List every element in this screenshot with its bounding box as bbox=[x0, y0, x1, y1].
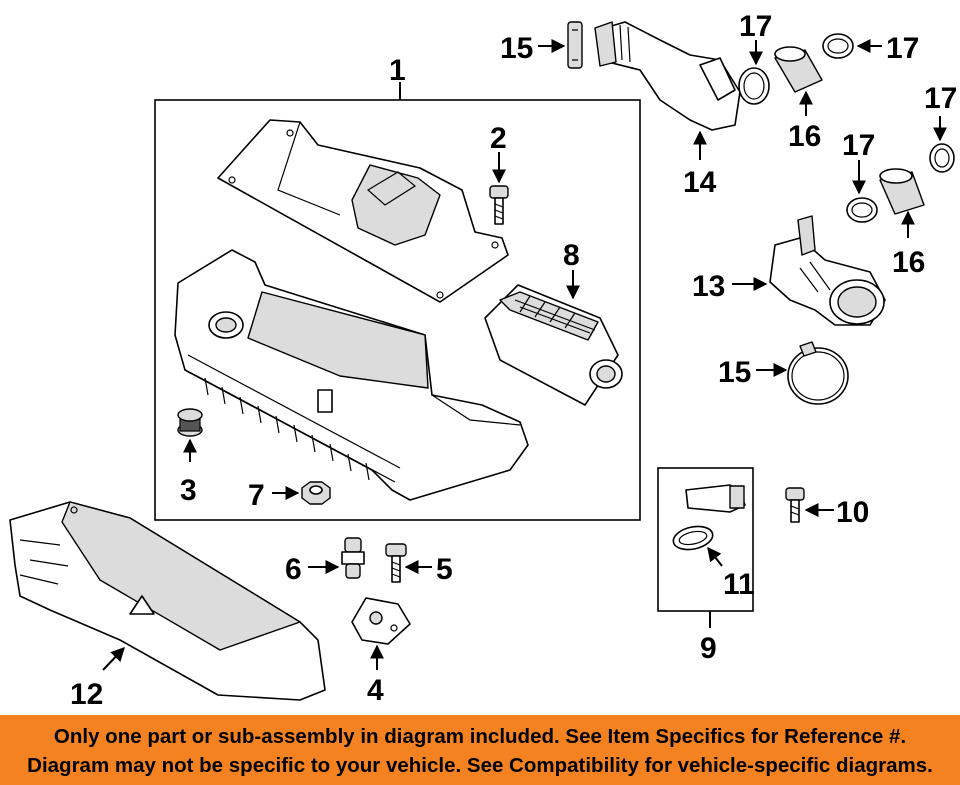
callout-7: 7 bbox=[248, 479, 265, 512]
callout-13: 13 bbox=[692, 270, 725, 303]
air-filter-element bbox=[484, 284, 623, 406]
callout-14: 14 bbox=[683, 166, 717, 199]
grommet-3 bbox=[177, 408, 203, 437]
callout-3: 3 bbox=[180, 474, 197, 507]
callout-17c: 17 bbox=[842, 129, 875, 162]
callout-17a: 17 bbox=[739, 10, 772, 43]
airbox-cover bbox=[217, 119, 509, 303]
sensor-9 bbox=[685, 484, 746, 513]
hose-clamp-17a bbox=[738, 67, 770, 105]
seal-11 bbox=[672, 525, 714, 551]
disclaimer-banner: Only one part or sub-assembly in diagram… bbox=[0, 715, 960, 785]
callout-4: 4 bbox=[367, 674, 384, 707]
leader-11 bbox=[707, 546, 723, 567]
airbox-housing bbox=[174, 249, 529, 501]
intake-duct-13 bbox=[769, 215, 886, 326]
callout-10: 10 bbox=[836, 496, 869, 529]
cover-12 bbox=[9, 501, 326, 701]
disclaimer-line-2: Diagram may not be specific to your vehi… bbox=[27, 754, 933, 777]
assembly-box-9 bbox=[657, 467, 754, 612]
callout-16a: 16 bbox=[788, 120, 821, 153]
intake-hose-14 bbox=[594, 21, 741, 131]
bolt-2 bbox=[489, 185, 509, 225]
callout-8: 8 bbox=[563, 239, 580, 272]
disclaimer-line-1: Only one part or sub-assembly in diagram… bbox=[53, 725, 907, 748]
clamp-15-top bbox=[567, 21, 583, 69]
clamp-15-lower bbox=[787, 341, 849, 405]
callout-16b: 16 bbox=[892, 246, 925, 279]
hose-clamp-17d bbox=[929, 143, 955, 173]
leader-12 bbox=[102, 646, 125, 671]
mount-6 bbox=[341, 537, 365, 579]
callout-2: 2 bbox=[490, 122, 507, 155]
parts-diagram: 1 2 3 4 5 6 7 8 9 10 11 12 13 14 15 15 1… bbox=[9, 10, 957, 711]
callout-9: 9 bbox=[700, 632, 717, 665]
bolt-5 bbox=[385, 543, 407, 583]
coupler-16b bbox=[879, 168, 925, 215]
callout-15b: 15 bbox=[718, 356, 751, 389]
assembly-box-1 bbox=[154, 99, 641, 521]
nut-7 bbox=[301, 481, 331, 505]
coupler-16a bbox=[774, 46, 823, 93]
callout-12: 12 bbox=[70, 678, 103, 711]
bracket-4 bbox=[351, 597, 411, 645]
callout-1: 1 bbox=[389, 54, 406, 87]
callout-6: 6 bbox=[285, 553, 302, 586]
hose-clamp-17b bbox=[822, 33, 854, 59]
callout-17d: 17 bbox=[924, 82, 957, 115]
callout-11: 11 bbox=[723, 568, 755, 601]
hose-clamp-17c bbox=[846, 197, 878, 223]
callout-5: 5 bbox=[436, 553, 453, 586]
callout-15a: 15 bbox=[500, 32, 533, 65]
screw-10 bbox=[785, 487, 805, 523]
callout-17b: 17 bbox=[886, 32, 919, 65]
